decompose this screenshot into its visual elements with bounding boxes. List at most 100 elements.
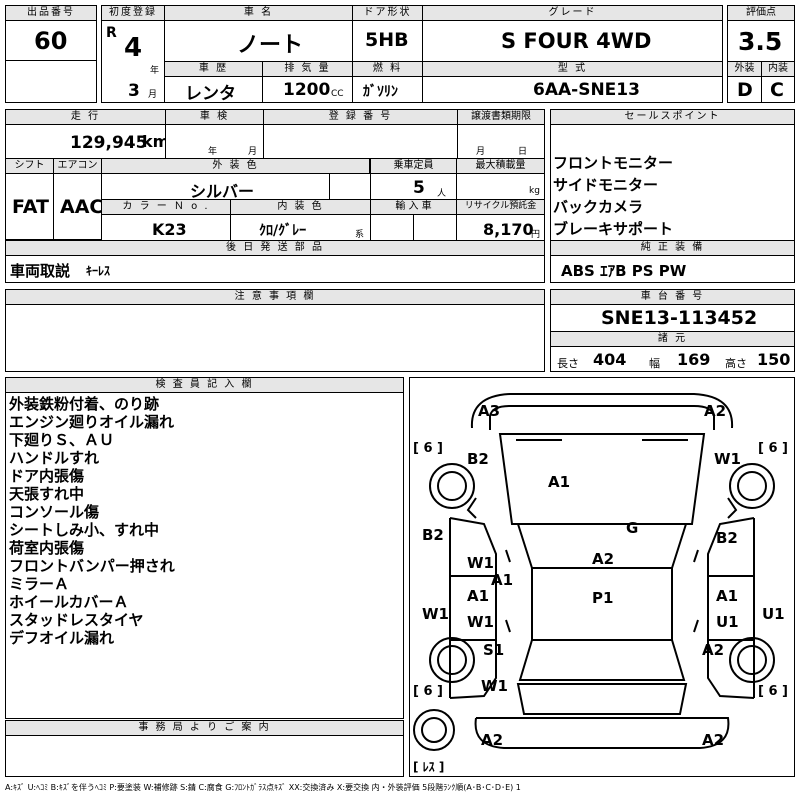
import-cell-b <box>413 214 457 241</box>
mileage-unit: km <box>142 132 170 151</box>
transfer-label: 譲渡書類期限 <box>457 109 545 125</box>
reg-cell: R 4 年 3 月 <box>101 20 165 103</box>
inspector-item: 天張すれ中 <box>9 485 85 503</box>
inspector-item: 外装鉄粉付着、のり跡 <box>9 395 160 413</box>
fuel-value: ｶﾞｿﾘﾝ <box>363 84 398 100</box>
chassis-value: SNE13-113452 <box>601 307 758 329</box>
mark-a1-center: A1 <box>491 571 514 589</box>
cap-value: 5 <box>413 178 425 198</box>
sales-item: ブレーキサポート <box>553 220 674 238</box>
ac-value: AAC <box>60 196 104 218</box>
reg-year: 4 <box>124 33 143 63</box>
inspect-year-unit: 年 <box>208 147 218 157</box>
fuel-cell: ｶﾞｿﾘﾝ <box>352 76 423 103</box>
ext-label: 外装 <box>727 61 762 77</box>
name-value: ノート <box>237 33 304 58</box>
door-value: 5HB <box>365 29 409 51</box>
lot-cell: 60 <box>5 20 97 61</box>
chassis-cell: SNE13-113452 <box>550 304 795 332</box>
year-unit: 年 <box>150 66 160 76</box>
color-cell: シルバー <box>101 173 330 201</box>
later-cell: 車両取説 ｷｰﾚｽ <box>5 255 545 283</box>
grade-label: グレード <box>422 5 723 21</box>
tire-front-right: [ 6 ] <box>758 441 788 456</box>
int-label: 内装 <box>761 61 795 77</box>
spec-cell: 長さ 404 幅 169 高さ 150 <box>550 346 795 372</box>
model-value: 6AA-SNE13 <box>533 80 640 100</box>
mark-a3: A3 <box>478 402 501 420</box>
len-label: 長さ <box>557 357 579 370</box>
inspector-item: ドア内張傷 <box>9 467 85 485</box>
sales-item: フロントモニター <box>553 154 674 172</box>
inspector-item: ハンドルすれ <box>9 449 100 467</box>
len-value: 404 <box>593 350 627 369</box>
mark-a2-right-2: A2 <box>702 641 725 659</box>
inspector-label: 検 査 員 記 入 欄 <box>5 377 404 393</box>
ac-cell: AAC <box>53 173 104 240</box>
month-unit: 月 <box>148 90 158 100</box>
interior-label: 内 装 色 <box>230 199 371 215</box>
reg-month: 3 <box>128 81 140 101</box>
sales-cell: フロントモニター サイドモニター バックカメラ ブレーキサポート <box>550 124 795 241</box>
inspector-item: コンソール傷 <box>9 503 100 521</box>
tire-rear-left: [ 6 ] <box>413 684 443 699</box>
transfer-cell: 月 日 <box>457 124 545 159</box>
mileage-cell: 129,945 km <box>5 124 170 159</box>
load-cell: kg <box>456 173 545 200</box>
interior-unit: 系 <box>355 230 365 240</box>
recycle-cell: 8,170 円 <box>456 214 545 241</box>
inspect-month-unit: 月 <box>248 147 258 157</box>
mark-g: G <box>626 519 639 537</box>
mark-a1-hood: A1 <box>548 473 571 491</box>
inspector-item: エンジン廻りオイル漏れ <box>9 413 175 431</box>
later-value-main: 車両取説 <box>10 262 71 280</box>
office-cell <box>5 735 404 777</box>
regno-cell <box>263 124 458 159</box>
mark-p1: P1 <box>592 589 614 607</box>
mileage-value: 129,945 <box>70 133 148 153</box>
inspector-cell: 外装鉄粉付着、のり跡 エンジン廻りオイル漏れ 下廻りＳ、ＡＵ ハンドルすれ ドア… <box>5 392 404 719</box>
cap-unit: 人 <box>437 189 447 199</box>
import-label: 輸 入 車 <box>370 199 457 215</box>
score-value: 3.5 <box>738 27 783 56</box>
door-label: ドア形状 <box>352 5 423 21</box>
mark-b2-right: B2 <box>716 529 738 547</box>
mark-a2-center: A2 <box>592 550 615 568</box>
sales-list: フロントモニター サイドモニター バックカメラ ブレーキサポート <box>553 152 673 240</box>
mark-b2-left-side: B2 <box>422 526 444 544</box>
colorno-cell: K23 <box>101 214 231 241</box>
interior-value: ｸﾛ/ｸﾞﾚｰ <box>259 223 307 239</box>
cc-label: 排 気 量 <box>262 61 353 77</box>
mark-w1-left-side: W1 <box>422 605 449 623</box>
sales-item: サイドモニター <box>553 176 659 194</box>
damage-diagram: A3 A2 B2 W1 A1 G B2 B2 W1 A2 A1 A1 P1 A1… <box>409 377 795 777</box>
colorno-value: K23 <box>152 220 187 239</box>
inspector-item: フロントバンパー押され <box>9 557 175 575</box>
name-cell: ノート <box>164 20 353 62</box>
wid-value: 169 <box>677 350 711 369</box>
int-cell: C <box>761 76 795 103</box>
reg-label: 初度登録 <box>101 5 165 21</box>
tire-rear-right: [ 6 ] <box>758 684 788 699</box>
inspector-item: 下廻りＳ、ＡＵ <box>9 431 115 449</box>
inspector-item: 荷室内張傷 <box>9 539 85 557</box>
mark-a2-top: A2 <box>704 402 727 420</box>
mark-w1-left-2: W1 <box>467 613 494 631</box>
inspector-item: ミラーＡ <box>9 575 70 593</box>
mark-w1-right: W1 <box>714 450 741 468</box>
mark-w1-bottom: W1 <box>481 677 508 695</box>
inspector-list: 外装鉄粉付着、のり跡 エンジン廻りオイル漏れ 下廻りＳ、ＡＵ ハンドルすれ ドア… <box>9 395 175 647</box>
sales-label: セールスポイント <box>550 109 795 125</box>
mark-u1-right: U1 <box>716 613 739 631</box>
shift-cell: FAT <box>5 173 54 240</box>
score-label: 評価点 <box>727 5 795 21</box>
load-label: 最大積載量 <box>456 158 545 174</box>
office-label: 事 務 局 よ り ご 案 内 <box>5 720 404 736</box>
mark-a2-bottom-right: A2 <box>702 731 725 749</box>
transfer-month-unit: 月 <box>476 147 486 157</box>
load-unit: kg <box>529 186 540 196</box>
lot-label: 出品番号 <box>5 5 97 21</box>
grade-cell: S FOUR 4WD <box>422 20 723 62</box>
mark-w1-left: W1 <box>467 554 494 572</box>
inspector-item: シートしみ小、すれ中 <box>9 521 160 539</box>
